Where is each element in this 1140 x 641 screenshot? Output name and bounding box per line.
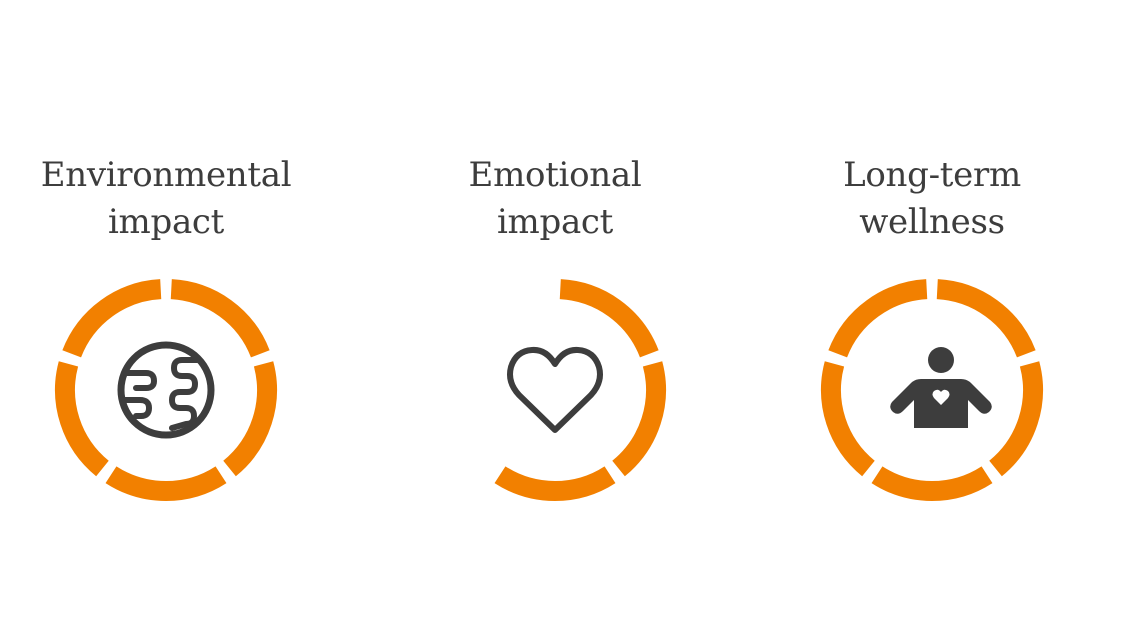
- item-title: Environmental impact: [16, 152, 316, 246]
- ring-segment: [62, 279, 162, 358]
- ring-segment: [494, 466, 616, 501]
- progress-ring: [443, 278, 667, 502]
- item-emotional-impact: Emotional impact: [405, 0, 705, 641]
- ring-segment: [223, 361, 277, 477]
- progress-ring-graphic: [821, 279, 1043, 501]
- item-title: Emotional impact: [405, 152, 705, 246]
- item-long-term-wellness: Long-term wellness: [782, 0, 1082, 641]
- ring-segment: [936, 279, 1036, 358]
- item-title-line-1: Environmental: [40, 155, 292, 195]
- item-title: Long-term wellness: [782, 152, 1082, 246]
- ring-segment: [828, 279, 928, 358]
- item-title-line-1: Emotional: [468, 155, 642, 195]
- ring-segment: [170, 279, 270, 358]
- progress-ring-graphic: [55, 279, 277, 501]
- ring-segment: [612, 361, 666, 477]
- ring-segment: [989, 361, 1043, 477]
- progress-ring-graphic: [494, 279, 666, 501]
- ring-segment: [105, 466, 227, 501]
- ring-segment: [821, 361, 875, 477]
- ring-segment: [559, 279, 659, 358]
- ring-segment: [871, 466, 993, 501]
- item-title-line-1: Long-term: [843, 155, 1021, 195]
- heart-icon: [507, 346, 603, 433]
- item-title-line-2: wellness: [859, 202, 1005, 242]
- globe-icon: [117, 341, 215, 439]
- person-heart-icon: [890, 347, 992, 428]
- item-title-line-2: impact: [496, 202, 614, 242]
- item-title-line-2: impact: [107, 202, 225, 242]
- progress-ring: [820, 278, 1044, 502]
- progress-ring: [54, 278, 278, 502]
- item-environmental-impact: Environmental impact: [16, 0, 316, 641]
- ring-segment: [55, 361, 109, 477]
